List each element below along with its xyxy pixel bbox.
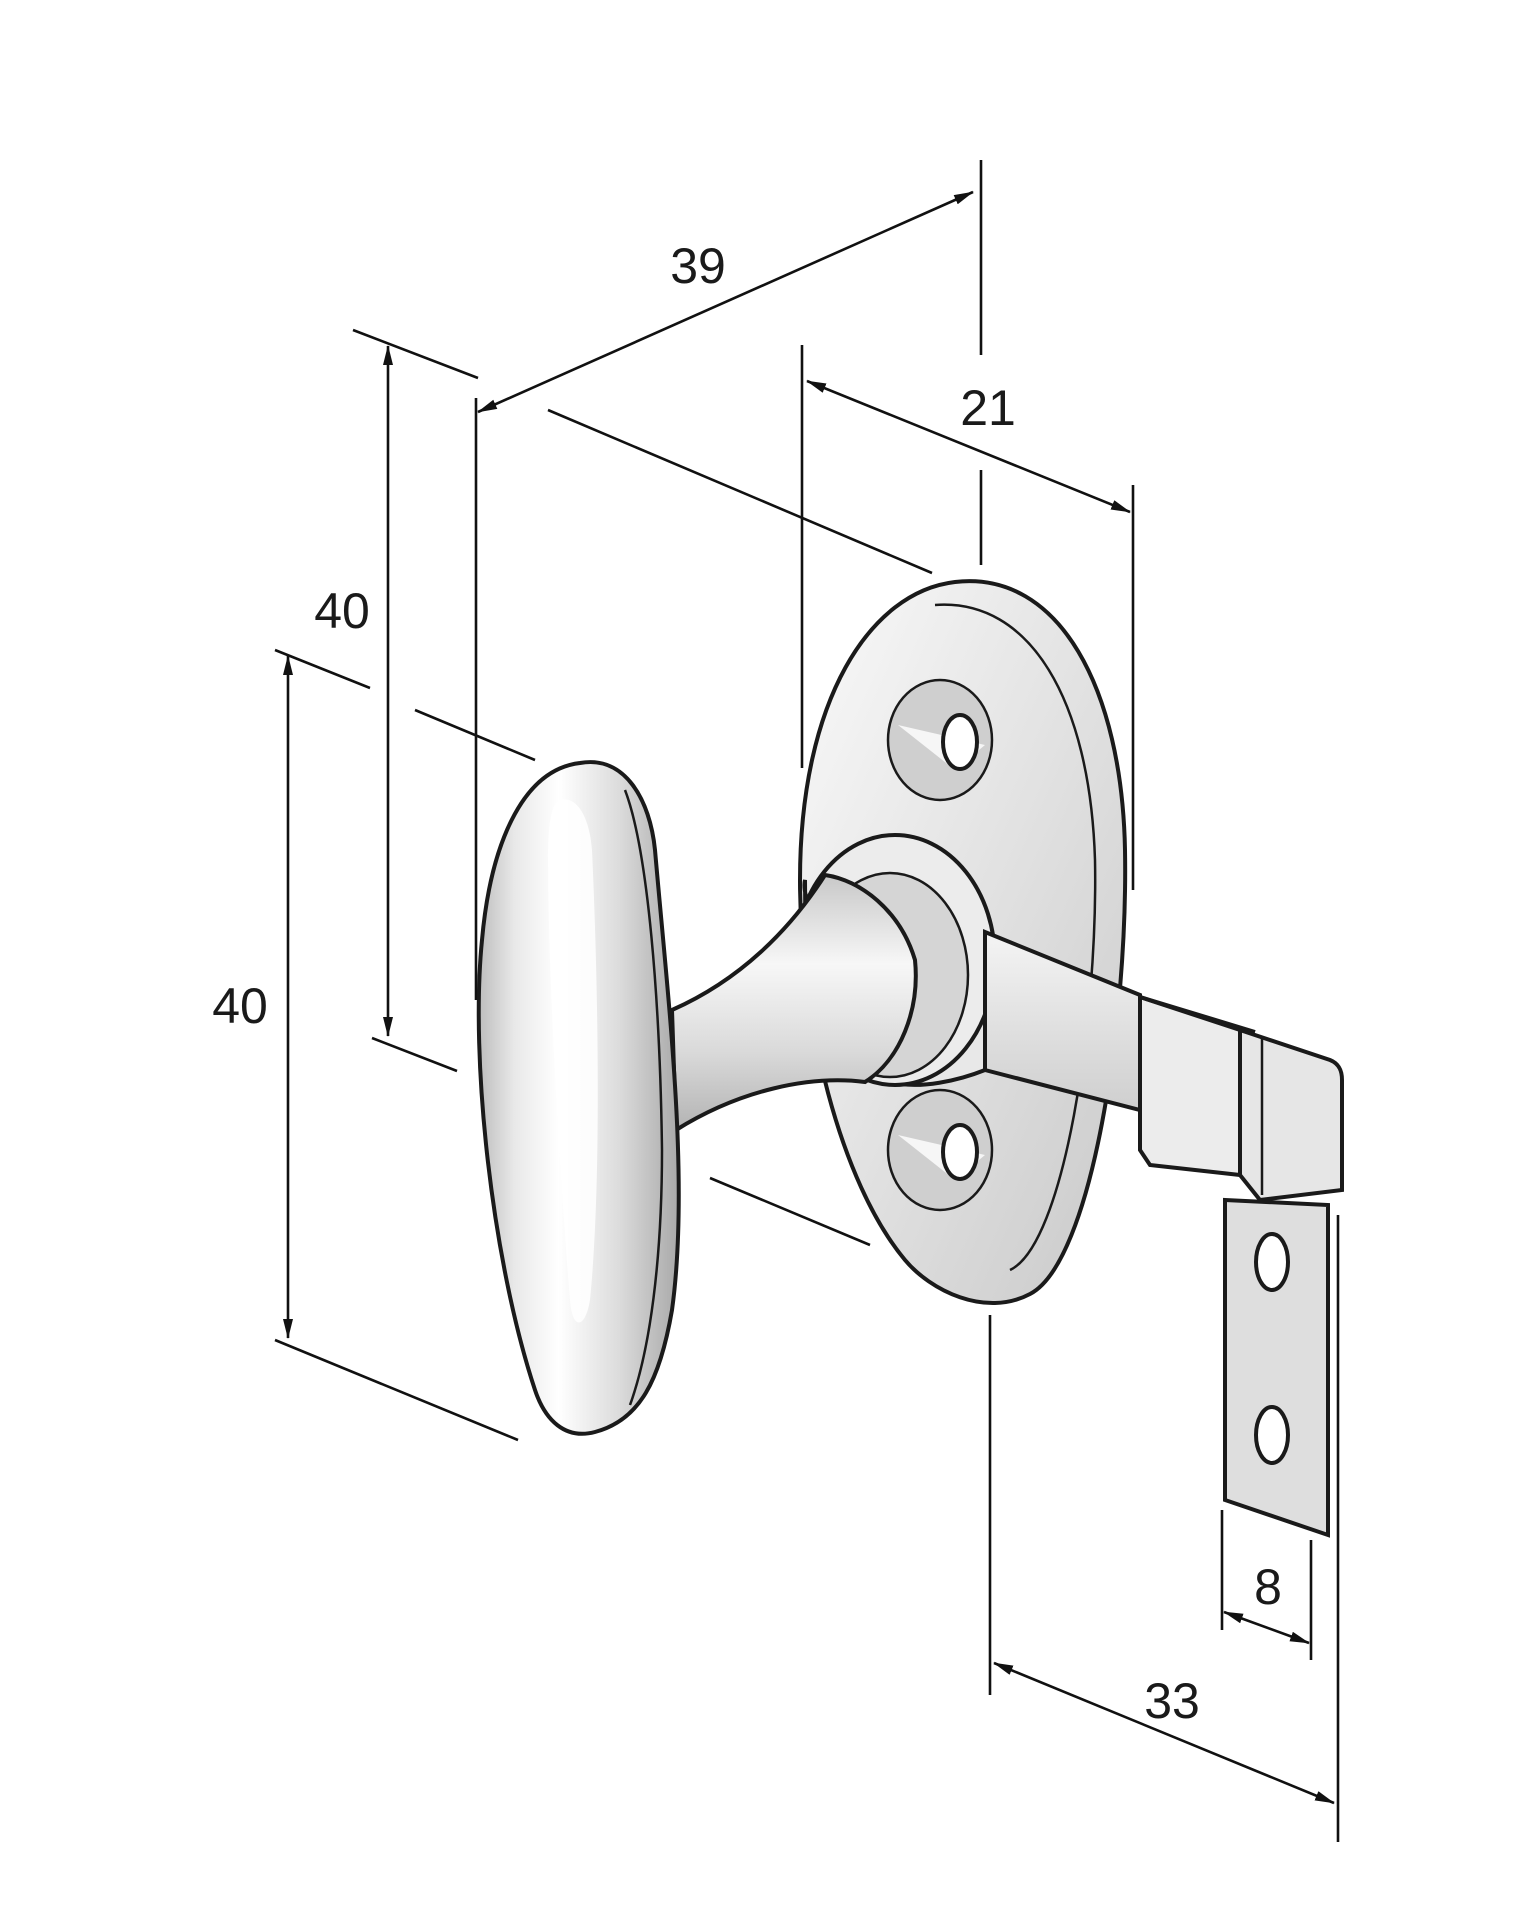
label-40-lower: 40 xyxy=(212,978,268,1034)
dim-line-33 xyxy=(993,1661,1335,1805)
dim-line-21 xyxy=(806,379,1131,514)
latch-strip xyxy=(1223,1197,1330,1538)
dimension-labels: 39 21 40 40 8 33 xyxy=(212,238,1282,1729)
dim-line-8 xyxy=(1223,1610,1310,1645)
back-plate xyxy=(797,579,1128,1305)
strip-hole-bottom xyxy=(1254,1405,1290,1465)
knob xyxy=(476,760,681,1436)
label-8: 8 xyxy=(1254,1559,1282,1615)
strip-hole-top xyxy=(1254,1232,1290,1292)
dim-line-39 xyxy=(477,190,974,414)
screw-hole-bottom xyxy=(886,1088,994,1212)
label-40-upper: 40 xyxy=(314,583,370,639)
label-39: 39 xyxy=(670,238,726,294)
label-33: 33 xyxy=(1144,1673,1200,1729)
latch-tongue xyxy=(1238,1027,1344,1203)
dimension-lines xyxy=(283,190,1335,1805)
extension-lines xyxy=(274,160,1340,1842)
label-21: 21 xyxy=(960,380,1016,436)
shaft xyxy=(669,872,918,1134)
screw-hole-top xyxy=(886,678,994,802)
